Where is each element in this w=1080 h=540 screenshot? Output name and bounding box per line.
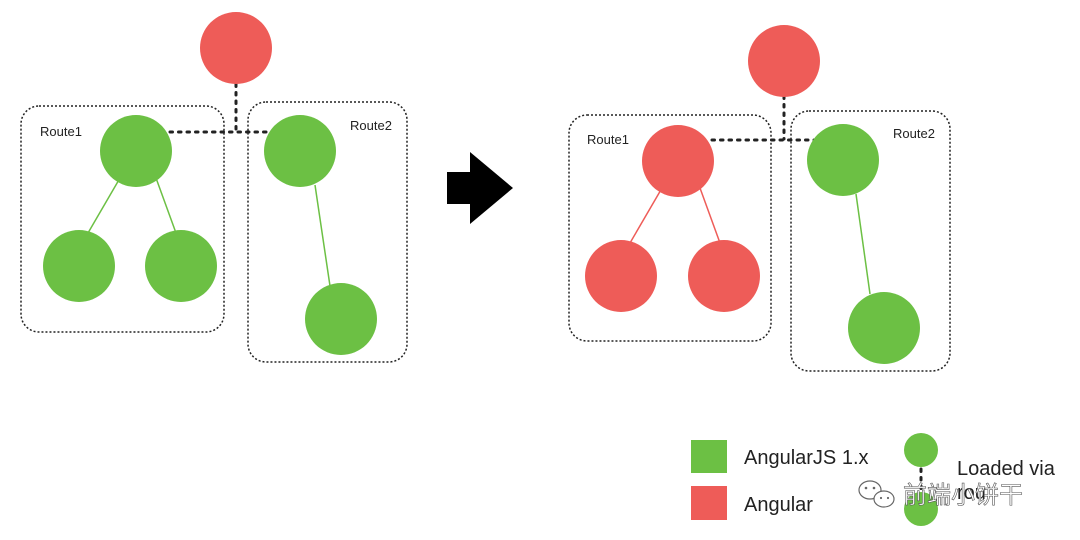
- before-top-node: [200, 12, 272, 84]
- before-route2-child: [305, 283, 377, 355]
- wechat-icon: [858, 480, 895, 508]
- before-route2-box: [247, 101, 408, 363]
- before-edge-route2: [314, 184, 331, 287]
- before-route1-child-left: [43, 230, 115, 302]
- legend: AngularJS 1.x Angular Loaded via rou: [691, 433, 1056, 526]
- after-route1-child-right: [688, 240, 760, 312]
- after-route2-root: [807, 124, 879, 196]
- legend-angularjs-label: AngularJS 1.x: [744, 447, 869, 469]
- after-edge-route2: [855, 193, 871, 295]
- legend-loaded-node-bottom: [904, 492, 938, 526]
- after-edge-left: [629, 187, 663, 244]
- legend-angularjs-swatch: [691, 440, 727, 473]
- watermark-text: 前端小饼干: [903, 481, 1023, 509]
- legend-angular-label: Angular: [744, 494, 813, 516]
- arrow-right-icon: [447, 152, 513, 224]
- before-diagram: Route1 Route2: [20, 12, 408, 363]
- before-edge-left: [87, 177, 121, 234]
- before-route1-child-right: [145, 230, 217, 302]
- after-edge-right: [699, 187, 721, 244]
- after-diagram: Route1 Route2: [568, 25, 951, 372]
- after-route2-child: [848, 292, 920, 364]
- before-route2-label: Route2: [350, 118, 392, 133]
- after-route1-child-left: [585, 240, 657, 312]
- legend-loaded-label-line1: Loaded via: [957, 458, 1056, 480]
- watermark: 前端小饼干: [858, 480, 1023, 509]
- before-route1-label: Route1: [40, 124, 82, 139]
- after-route1-root: [642, 125, 714, 197]
- after-top-node: [748, 25, 820, 97]
- after-route2-box: [790, 110, 951, 372]
- after-route2-label: Route2: [893, 126, 935, 141]
- before-route1-root: [100, 115, 172, 187]
- before-route2-root: [264, 115, 336, 187]
- legend-angular-swatch: [691, 486, 727, 520]
- before-edge-right: [155, 177, 177, 234]
- after-route1-box: [568, 114, 772, 342]
- after-route1-label: Route1: [587, 132, 629, 147]
- legend-loaded-label-line2: rou: [957, 482, 986, 504]
- legend-loaded-node-top: [904, 433, 938, 467]
- before-route1-box: [20, 105, 225, 333]
